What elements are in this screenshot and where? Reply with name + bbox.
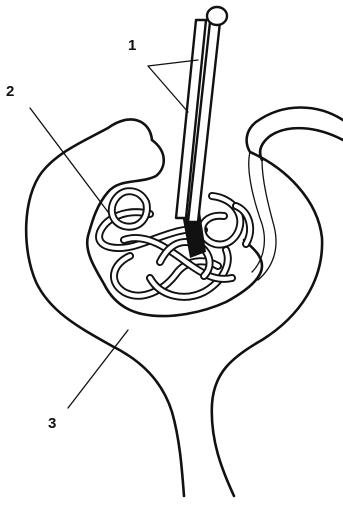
- capsule-outer-wall: [26, 119, 184, 496]
- leader-line-1a: [148, 66, 188, 112]
- label-1: 1: [128, 37, 136, 54]
- tubule-wall-upper: [260, 128, 343, 160]
- leader-line-3: [68, 330, 128, 408]
- label-3: 3: [48, 415, 56, 432]
- arteriole-opening: [207, 7, 227, 25]
- label-2: 2: [6, 83, 14, 100]
- glomerulus-capillaries: [99, 191, 250, 297]
- leader-line-2: [30, 108, 108, 212]
- capsule-outer-wall-right: [212, 108, 343, 497]
